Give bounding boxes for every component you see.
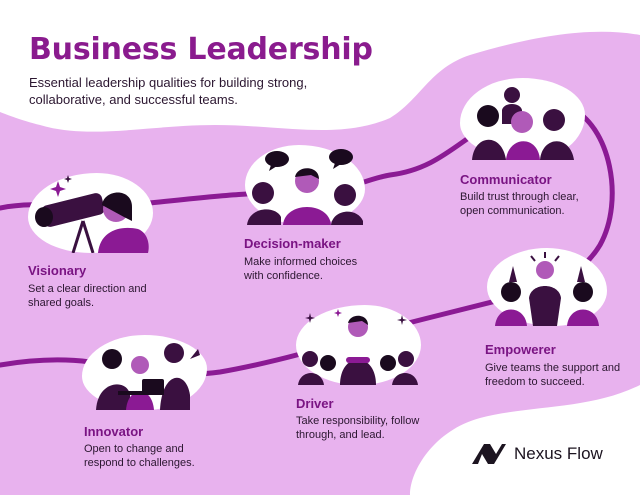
- page-subtitle: Essential leadership qualities for build…: [29, 75, 308, 107]
- item-title-visionary: Visionary: [28, 263, 87, 278]
- item-description-innovator: Open to change and respond to challenges…: [84, 443, 195, 469]
- page-title: Business Leadership: [29, 32, 373, 67]
- innovator-illustration: [82, 335, 207, 410]
- item-description-decision-maker: Make informed choices with confidence.: [244, 256, 358, 282]
- item-description-visionary: Set a clear direction and shared goals.: [28, 283, 147, 309]
- item-title-communicator: Communicator: [460, 172, 552, 187]
- item-title-innovator: Innovator: [84, 424, 144, 439]
- item-title-empowerer: Empowerer: [485, 342, 556, 357]
- driver-illustration: [296, 305, 421, 385]
- brand-name: Nexus Flow: [514, 444, 603, 463]
- item-title-decision-maker: Decision-maker: [244, 236, 341, 251]
- item-description-communicator: Build trust through clear, open communic…: [460, 191, 579, 217]
- visionary-illustration: [28, 173, 153, 253]
- item-title-driver: Driver: [296, 396, 334, 411]
- item-description-empowerer: Give teams the support and freedom to su…: [485, 362, 621, 388]
- item-description-driver: Take responsibility, follow through, and…: [296, 415, 420, 441]
- communicator-illustration: [460, 78, 585, 160]
- brand-logo: Nexus Flow: [470, 442, 603, 466]
- empowerer-illustration: [487, 248, 607, 326]
- nexus-flow-logo-icon: [472, 444, 506, 464]
- decision-maker-illustration: [245, 145, 365, 225]
- bottom-right-white-shape: [410, 385, 640, 495]
- top-white-shape: [0, 0, 640, 132]
